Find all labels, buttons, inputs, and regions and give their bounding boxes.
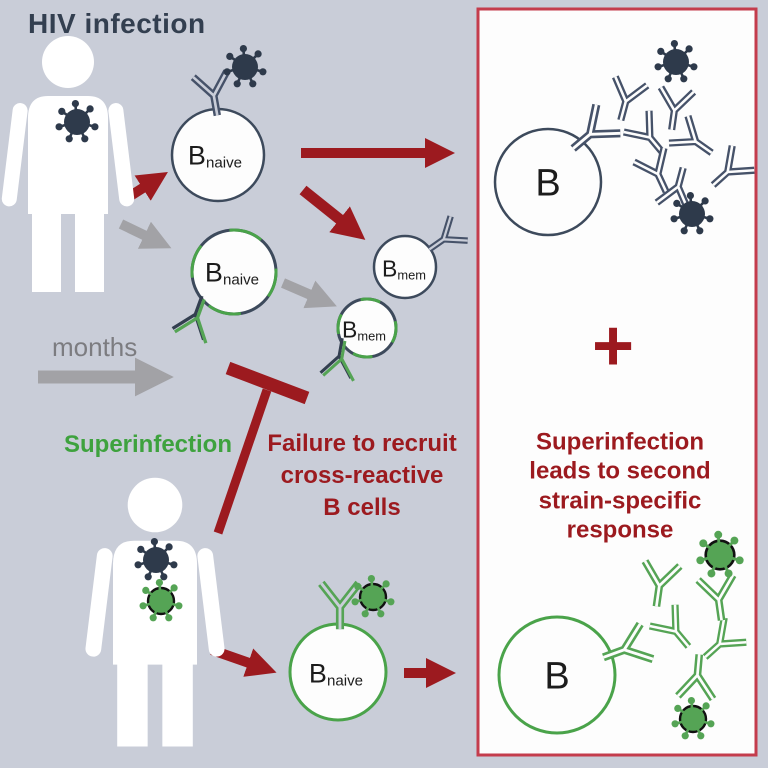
b-naive-2-cell: [190, 228, 278, 316]
response-note-line4: response: [566, 516, 674, 544]
b-mem-2-label: Bmem: [342, 317, 386, 344]
inhibition-t-bar-icon: [213, 361, 310, 535]
cell-label-main: B: [382, 255, 398, 282]
timeline-label: months: [52, 332, 138, 362]
antibody-icon: [321, 583, 358, 629]
b-cell-strain2-label: B: [544, 656, 569, 699]
b-mem-1-cell: [372, 234, 438, 300]
failure-note-line1: Failure to recruit: [267, 430, 457, 458]
response-note-line3: strain-specific: [538, 487, 702, 514]
cell-label-sub: naive: [205, 154, 243, 172]
b-naive-2-label: Bnaive: [205, 257, 259, 288]
arrow-person1-to-bnaive2: [118, 219, 172, 249]
response-note-line1: Superinfection: [535, 428, 705, 456]
b-mem-2-cell: [336, 297, 398, 359]
cell-label-main: B: [204, 257, 223, 288]
b-naive-3-label: Bnaive: [309, 658, 363, 689]
superinfection-label: Superinfection: [63, 431, 233, 458]
cell-label-main: B: [342, 316, 358, 343]
green-virus-icon: [350, 573, 396, 619]
failure-note-line3: B cells: [323, 493, 401, 521]
response-note: Superinfection leads to second strain-sp…: [529, 427, 710, 544]
dark-virus-icon: [222, 43, 268, 89]
cell-label-main: B: [187, 140, 206, 171]
failure-note-line2: cross-reactive: [280, 462, 444, 490]
person-icon-first-infection: [0, 36, 136, 292]
b-cells: [170, 107, 617, 735]
b-naive-1-label: Bnaive: [188, 140, 242, 171]
response-note-line2: leads to second: [529, 457, 711, 485]
arrow-bnaive1-to-bmem1: [299, 185, 366, 240]
b-mem-1-label: Bmem: [382, 256, 426, 283]
cell-label-sub: mem: [397, 267, 426, 283]
plus-sign: +: [591, 306, 635, 386]
arrow-bnaive2-to-bmem2: [281, 278, 337, 309]
cell-label-sub: naive: [222, 271, 260, 289]
b-cell-strain1-label: B: [535, 163, 560, 206]
page-title: HIV infection: [28, 8, 206, 39]
cell-label-main: B: [544, 655, 570, 698]
cell-label-main: B: [308, 658, 327, 689]
b-cell-strain2-response: [497, 615, 617, 735]
cell-label-sub: mem: [357, 328, 386, 344]
cell-label-sub: naive: [326, 672, 364, 690]
b-cell-strain1-response: [493, 127, 603, 237]
cell-label-main: B: [535, 162, 561, 205]
failure-note: Failure to recruit cross-reactive B cell…: [267, 428, 456, 524]
